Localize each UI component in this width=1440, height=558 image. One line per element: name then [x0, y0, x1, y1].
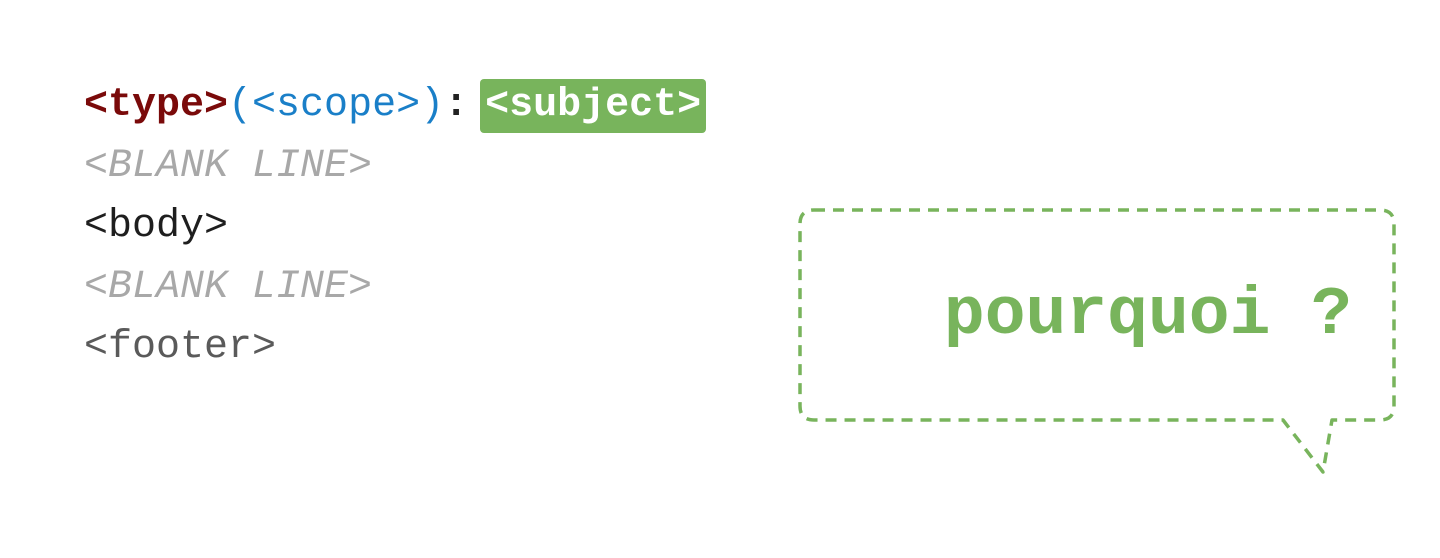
colon-separator: : — [444, 83, 469, 128]
blank-line-2: <BLANK LINE> — [84, 264, 373, 310]
type-token: <type> — [84, 83, 229, 128]
scope-open-paren: ( — [228, 83, 253, 128]
scope-token: <scope> — [252, 83, 421, 128]
commit-message-template: <type>(<scope>):<subject> <BLANK LINE> <… — [84, 76, 707, 379]
footer-line: <footer> — [84, 325, 277, 370]
header-line: <type>(<scope>):<subject> — [84, 76, 707, 137]
scope-close-paren: ) — [420, 83, 445, 128]
callout-text: pourquoi ? — [943, 276, 1352, 354]
subject-token: <subject> — [480, 79, 707, 133]
speech-bubble-outline — [798, 208, 1396, 474]
callout-text-container: pourquoi ? — [800, 210, 1394, 420]
blank-line-1: <BLANK LINE> — [84, 143, 373, 189]
body-line: <body> — [84, 204, 229, 249]
